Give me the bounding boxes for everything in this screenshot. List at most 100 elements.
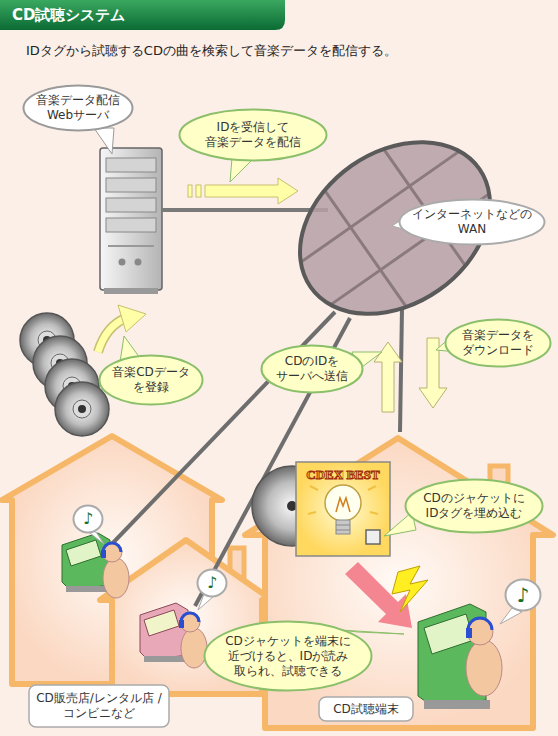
- cd-jacket: CDEX BEST: [296, 462, 390, 556]
- network-line: [162, 208, 328, 212]
- listener-person: [102, 542, 122, 562]
- cd-jacket-art: [325, 485, 361, 521]
- cd-jacket-art: [370, 512, 378, 514]
- network-line: [400, 308, 402, 432]
- note-bubble-outline: [506, 580, 541, 611]
- server-tower: [100, 148, 162, 290]
- server-tower: [106, 218, 156, 232]
- register-arrow: [98, 305, 146, 352]
- listening-terminal: [144, 610, 179, 636]
- listening-terminal: [424, 614, 474, 654]
- node-text: CDのジャケットに IDタグを埋め込む: [418, 491, 530, 521]
- data-flow-arrow: [188, 178, 298, 204]
- cd-jacket-art: [368, 486, 376, 490]
- listener-person: [466, 628, 472, 638]
- diagram-caption: IDタグから試聴するCDの曲を検索して音楽データを配信する。: [26, 42, 397, 60]
- server-tower: [106, 158, 156, 172]
- listening-terminal: [62, 533, 490, 709]
- speech-bubble-outline: [100, 356, 203, 405]
- server-tower: [119, 259, 126, 266]
- signal-bolt: [392, 566, 428, 612]
- speech-bubble-outline: [205, 622, 372, 691]
- node-text: CDのIDを サーバへ送信: [269, 354, 355, 384]
- register-arrow: [98, 318, 126, 352]
- node-text: インターネットなどの WAN: [407, 207, 537, 237]
- label-box: CD販売店/レンタル店 /コンビニなど: [28, 684, 170, 728]
- jacket-title: CDEX BEST: [306, 467, 379, 483]
- speech-bubble: インターネットなどの WAN: [398, 198, 546, 246]
- data-flow-arrow: [188, 185, 192, 197]
- node-text: IDを受信して 音楽データを配信: [197, 120, 309, 150]
- speech-bubble: 音楽データを ダウンロード: [444, 318, 552, 368]
- speech-bubble-outline: [180, 110, 327, 161]
- listening-terminal: [424, 700, 490, 709]
- listener-person: [466, 640, 502, 696]
- listener-person: [101, 550, 106, 558]
- transfer-arrow: [374, 338, 447, 412]
- listener-person: [179, 620, 184, 628]
- register-arrow: [98, 318, 126, 352]
- note-bubble-outline: [198, 570, 227, 597]
- node-text: 音楽CDデータ を登録: [106, 365, 196, 395]
- title-tab: [0, 0, 285, 30]
- speech-bubble-outline: [24, 86, 133, 131]
- cd-jacket-art: [252, 462, 390, 556]
- data-flow-arrow: [205, 178, 298, 204]
- speech-bubble: 音楽データ配信 Webサーバ: [22, 84, 134, 132]
- cd-jacket-art: [336, 520, 350, 534]
- cd-disc: [55, 382, 109, 436]
- speech-bubble: 音楽CDデータ を登録: [98, 354, 204, 406]
- cd-jacket-art: [336, 530, 350, 531]
- label-box: CD試聴端末: [318, 696, 414, 722]
- wan-ellipse: [320, 183, 412, 314]
- server-tower: [104, 288, 158, 294]
- note-bubble: ♪: [504, 578, 542, 612]
- cd-jacket-art: [296, 462, 390, 556]
- house: [2, 436, 553, 728]
- speech-bubble: CDのIDを サーバへ送信: [260, 344, 364, 394]
- cd-disc: [78, 405, 86, 413]
- server-tower: [106, 198, 156, 212]
- bubble-tail: [94, 128, 114, 154]
- note-bubble: ♪: [196, 568, 228, 598]
- node-text: 音楽データを ダウンロード: [455, 328, 541, 358]
- label-box-outline: [29, 685, 169, 727]
- node-text: ♪: [83, 509, 93, 529]
- id-tag: [366, 530, 380, 544]
- speech-bubble-outline: [400, 200, 545, 245]
- bubble-tail: [230, 158, 252, 182]
- label-box-outline: [319, 697, 413, 721]
- speech-bubble-outline: [262, 346, 363, 393]
- speech-bubble-outline: [446, 320, 551, 367]
- node-text: CD販売店/レンタル店 /コンビニなど: [33, 691, 165, 721]
- diagram-title: CD試聴システム: [12, 6, 125, 25]
- register-arrow: [118, 305, 146, 332]
- speech-bubble: CDのジャケットに IDタグを埋め込む: [404, 478, 544, 534]
- cd-disc: [73, 400, 91, 418]
- server-tower: [108, 245, 154, 247]
- note-bubble: ♪: [72, 504, 104, 534]
- server-tower: [100, 148, 162, 294]
- speech-bubble-outline: [406, 480, 543, 533]
- cd-jacket-art: [336, 498, 350, 512]
- listener-person: [181, 628, 207, 668]
- cd-jacket-art: [310, 486, 318, 490]
- server-tower: [106, 178, 156, 192]
- node-text: ♪: [207, 573, 217, 593]
- data-flow-arrow: [196, 185, 201, 197]
- node-text: 音楽データ配信 Webサーバ: [29, 93, 127, 123]
- server-tower: [135, 259, 142, 266]
- network-line: [108, 308, 402, 606]
- listener-person: [467, 619, 493, 645]
- listening-terminal: [66, 540, 101, 566]
- node-text: CD試聴端末: [333, 702, 399, 717]
- listener-person: [101, 542, 502, 696]
- cd-jacket-art: [336, 525, 350, 526]
- note-bubble-outline: [74, 506, 103, 533]
- speech-bubble: CDジャケットを端末に 近づけると、IDが読み 取られ、試聴できる: [203, 620, 373, 692]
- cd-jacket-art: [308, 512, 316, 514]
- listener-person: [103, 558, 129, 598]
- node-text: ♪: [517, 583, 530, 608]
